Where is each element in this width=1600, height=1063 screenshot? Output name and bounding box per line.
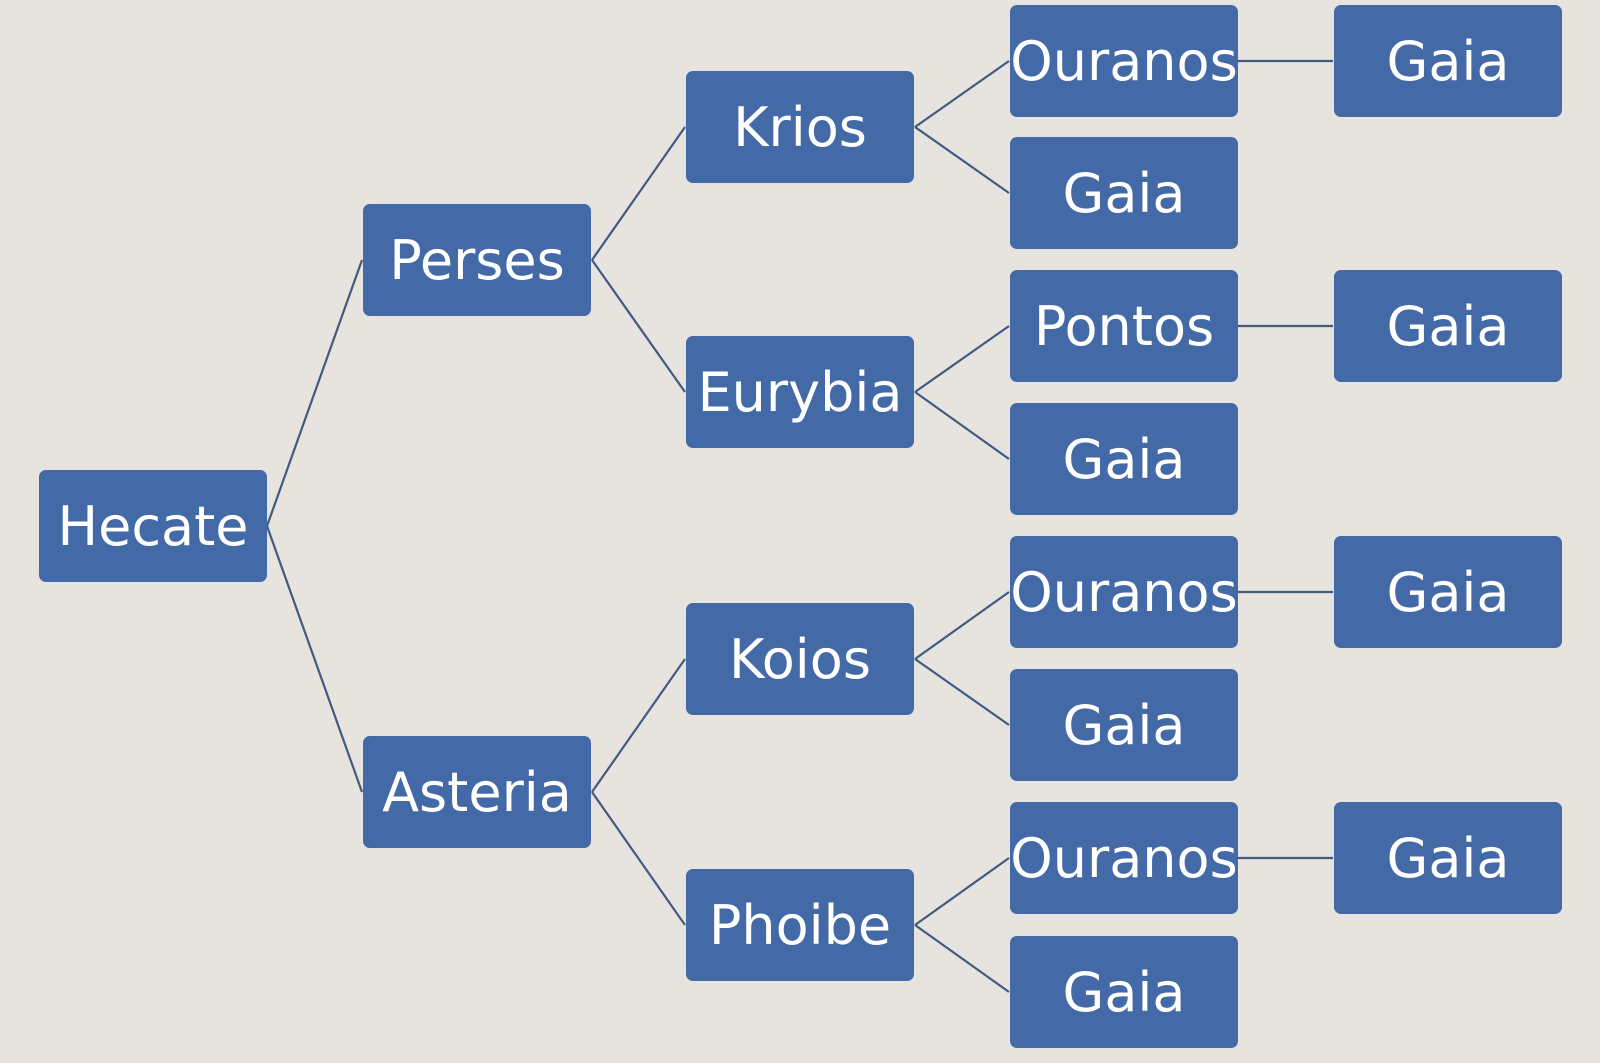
node-perses: Perses — [363, 204, 591, 316]
connector-perses-eurybia — [591, 259, 686, 393]
node-ouranos-2: Ouranos — [1010, 536, 1238, 648]
node-pontos: Pontos — [1010, 270, 1238, 382]
node-ouranos-1: Ouranos — [1010, 5, 1238, 117]
node-koios: Koios — [686, 603, 914, 715]
connector-hecate-asteria — [265, 525, 364, 793]
connector-phoibe-gaia — [914, 924, 1010, 993]
node-gaia-l3-2: Gaia — [1010, 403, 1238, 515]
connector-asteria-koios — [591, 658, 686, 793]
node-gaia-l4-1: Gaia — [1334, 5, 1562, 117]
connector-phoibe-ouranos — [914, 857, 1010, 926]
connector-koios-gaia — [914, 658, 1010, 726]
connector-krios-gaia — [914, 126, 1010, 194]
node-eurybia: Eurybia — [686, 336, 914, 448]
connector-asteria-phoibe — [591, 791, 686, 926]
node-krios: Krios — [686, 71, 914, 183]
node-gaia-l3-3: Gaia — [1010, 669, 1238, 781]
connector-hecate-perses — [265, 259, 364, 527]
node-gaia-l4-4: Gaia — [1334, 802, 1562, 914]
node-gaia-l3-4: Gaia — [1010, 936, 1238, 1048]
node-gaia-l3-1: Gaia — [1010, 137, 1238, 249]
node-hecate: Hecate — [39, 470, 267, 582]
node-phoibe: Phoibe — [686, 869, 914, 981]
node-asteria: Asteria — [363, 736, 591, 848]
connector-koios-ouranos — [914, 591, 1010, 660]
node-gaia-l4-2: Gaia — [1334, 270, 1562, 382]
connector-eurybia-pontos — [914, 325, 1010, 393]
connector-eurybia-gaia — [914, 391, 1010, 460]
connector-perses-krios — [591, 126, 686, 261]
node-ouranos-3: Ouranos — [1010, 802, 1238, 914]
node-gaia-l4-3: Gaia — [1334, 536, 1562, 648]
connector-krios-ouranos — [914, 60, 1010, 128]
